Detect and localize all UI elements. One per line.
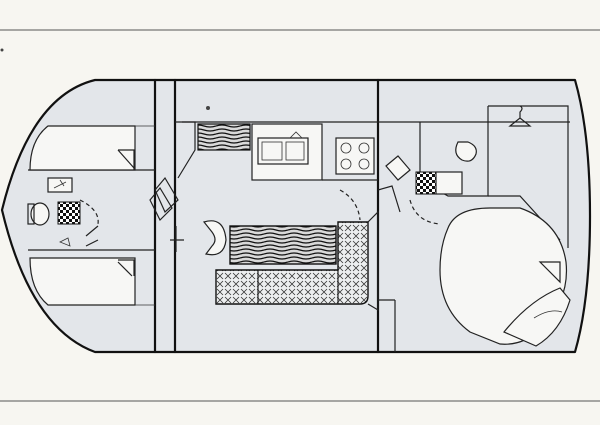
aft-cabin <box>409 105 571 347</box>
dinette <box>215 185 401 312</box>
dinette-bench <box>215 221 369 305</box>
dinette-table <box>229 225 337 265</box>
steering-wheel <box>170 226 184 252</box>
aft-tile-panel <box>415 171 437 195</box>
helm-seat <box>202 220 227 256</box>
wardrobe-hanger <box>508 105 532 127</box>
aft-toilet <box>455 141 477 162</box>
toilet <box>30 202 50 226</box>
forward-berth-upper <box>29 125 155 171</box>
speck <box>0 48 4 52</box>
forward-head <box>27 177 99 247</box>
galley <box>197 123 411 221</box>
bulkheads <box>28 78 570 354</box>
washbasin <box>53 179 67 189</box>
refrigerator <box>385 155 411 181</box>
speck <box>206 106 210 110</box>
wardrobe <box>487 105 569 248</box>
galley-cooktop <box>335 137 375 175</box>
shower <box>57 201 81 225</box>
forward-berth-lower <box>29 257 155 306</box>
helm-station <box>149 121 227 256</box>
galley-sink <box>257 137 309 165</box>
